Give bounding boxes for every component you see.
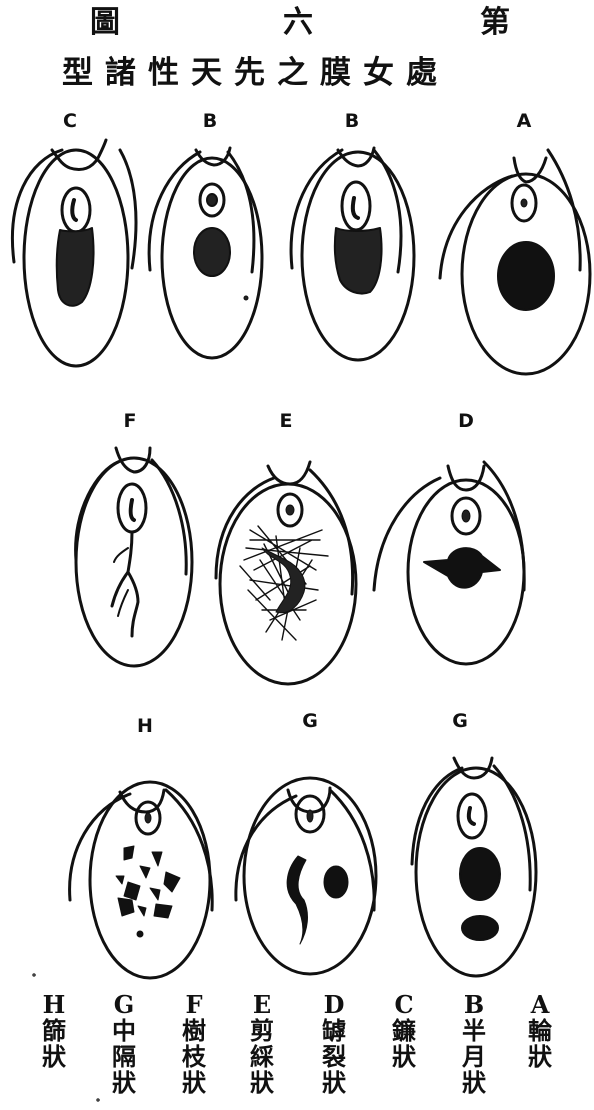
legend-e-letter: E [240, 992, 284, 1018]
legend-c-char-2: 狀 [382, 1044, 426, 1070]
legend-d-char-3: 狀 [312, 1070, 356, 1096]
figure-b-crescent [291, 148, 414, 360]
figure-d-fissured [374, 462, 524, 664]
figure-e-fimbriated [216, 462, 356, 684]
legend-h: H 篩 狀 [32, 992, 76, 1070]
legend-b-char-3: 狀 [452, 1070, 496, 1096]
legend-h-char-1: 篩 [32, 1018, 76, 1044]
legend-e-char-2: 綵 [240, 1044, 284, 1070]
legend-f: F 樹 枝 狀 [172, 992, 216, 1096]
legend-d: D 罅 裂 狀 [312, 992, 356, 1096]
legend-g-char-2: 隔 [102, 1044, 146, 1070]
figure-b-small-crescent [149, 148, 262, 358]
legend-g-char-1: 中 [102, 1018, 146, 1044]
legend-f-char-3: 狀 [172, 1070, 216, 1096]
legend-g-char-3: 狀 [102, 1070, 146, 1096]
figure-f-dendritic [76, 448, 192, 666]
legend-g: G 中 隔 狀 [102, 992, 146, 1096]
legend-d-char-2: 裂 [312, 1044, 356, 1070]
legend-b-char-2: 月 [452, 1044, 496, 1070]
legend-a-char-1: 輪 [518, 1018, 562, 1044]
legend-f-char-1: 樹 [172, 1018, 216, 1044]
figure-a-annular [440, 150, 590, 374]
legend-d-char-1: 罅 [312, 1018, 356, 1044]
legend-b: B 半 月 狀 [452, 992, 496, 1096]
legend-a-letter: A [518, 992, 562, 1018]
legend-b-char-1: 半 [452, 1018, 496, 1044]
legend-a-char-2: 狀 [518, 1044, 562, 1070]
legend-d-letter: D [312, 992, 356, 1018]
figure-c-sickle [12, 140, 136, 366]
legend-f-letter: F [172, 992, 216, 1018]
legend-c-char-1: 鐮 [382, 1018, 426, 1044]
legend-e-char-3: 狀 [240, 1070, 284, 1096]
legend-g-letter: G [102, 992, 146, 1018]
figure-h-cribriform [70, 782, 213, 978]
legend-f-char-2: 枝 [172, 1044, 216, 1070]
legend-e-char-1: 剪 [240, 1018, 284, 1044]
legend-b-letter: B [452, 992, 496, 1018]
legend-c: C 鐮 狀 [382, 992, 426, 1070]
legend-c-letter: C [382, 992, 426, 1018]
legend-e: E 剪 綵 狀 [240, 992, 284, 1096]
figure-g-biforate [412, 758, 536, 976]
figure-g-septate [236, 778, 376, 974]
legend-h-char-2: 狀 [32, 1044, 76, 1070]
legend-h-letter: H [32, 992, 76, 1018]
legend-a: A 輪 狀 [518, 992, 562, 1070]
